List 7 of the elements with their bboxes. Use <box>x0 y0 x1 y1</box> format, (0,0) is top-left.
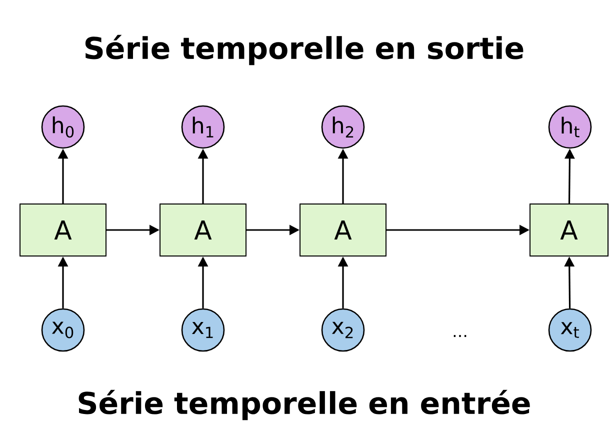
title: Série temporelle en sortie <box>85 34 524 66</box>
ellipsis: … <box>454 335 466 337</box>
cell-box: A <box>300 204 386 256</box>
subtitle: Série temporelle en entrée <box>78 390 530 420</box>
cell-box: A <box>530 204 608 256</box>
cell-box: A <box>20 204 106 256</box>
cell-box: A <box>160 204 246 256</box>
